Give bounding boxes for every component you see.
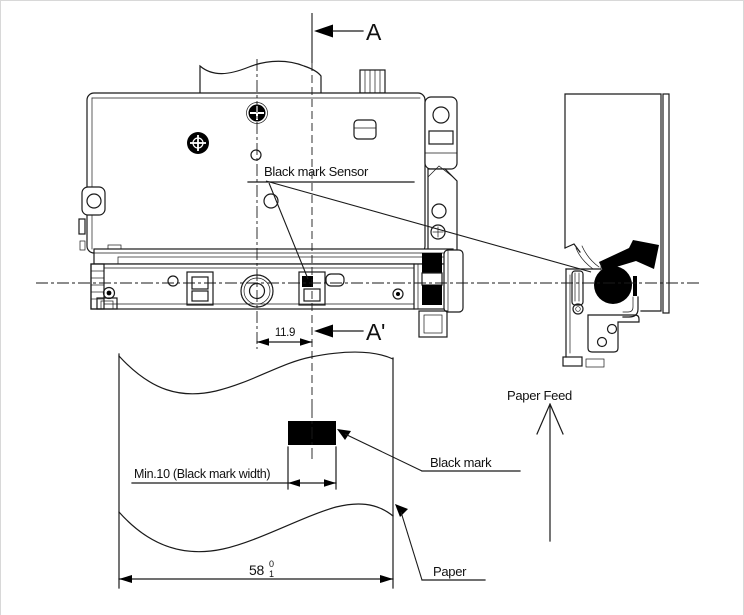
left-mount-tab [78, 186, 106, 251]
printer-side-view [562, 93, 670, 368]
paper-label: Paper [433, 564, 467, 579]
dimension-paper-width: 58 0 1 [118, 559, 394, 583]
platen-roller [594, 266, 632, 304]
dimension-black-mark-width: Min.10 (Black mark width) [131, 446, 337, 490]
gear-block-top [422, 253, 442, 273]
black-mark-sensor-label: Black mark Sensor [264, 164, 369, 179]
dimension-sensor-offset: 11.9 [256, 327, 313, 346]
paper-holder [564, 93, 662, 312]
hole-small-1 [250, 149, 262, 161]
centerlines [36, 13, 701, 459]
callout-paper: Paper [395, 504, 486, 581]
section-arrow-a: A [314, 19, 382, 45]
section-arrow-a-prime: A' [314, 319, 385, 345]
lower-bracket [562, 262, 640, 368]
printer-front-view [78, 60, 464, 338]
connector [359, 69, 386, 94]
callout-black-mark-sensor: Black mark Sensor [247, 164, 592, 280]
black-mark-label: Black mark [430, 455, 492, 470]
label-a: A [366, 19, 382, 45]
black-mark-sensor-element [302, 276, 313, 287]
knurled-knob [187, 132, 209, 154]
dim-11-9-label: 11.9 [275, 327, 295, 339]
paper-exit-top [199, 60, 322, 94]
lever-arm [599, 240, 659, 271]
latch-button [353, 119, 377, 140]
paper-feed-label: Paper Feed [507, 388, 572, 403]
hole-small-2 [263, 193, 279, 209]
dim-min10-label: Min.10 (Black mark width) [134, 467, 270, 481]
dim-58-tol-upper: 0 [269, 559, 274, 569]
dim-58-value: 58 [249, 562, 264, 578]
paper-feed-arrow: Paper Feed [507, 388, 572, 542]
paper-bottom-break-line [118, 503, 394, 553]
holder-wall [662, 93, 670, 314]
paper-top-break-line [118, 351, 394, 395]
side-sensor [571, 270, 584, 315]
label-a-prime: A' [366, 319, 385, 345]
platen-band [90, 249, 464, 338]
callout-black-mark: Black mark [337, 429, 521, 472]
gear-block-bottom [422, 285, 442, 305]
dim-58-tol-lower: 1 [269, 569, 274, 579]
